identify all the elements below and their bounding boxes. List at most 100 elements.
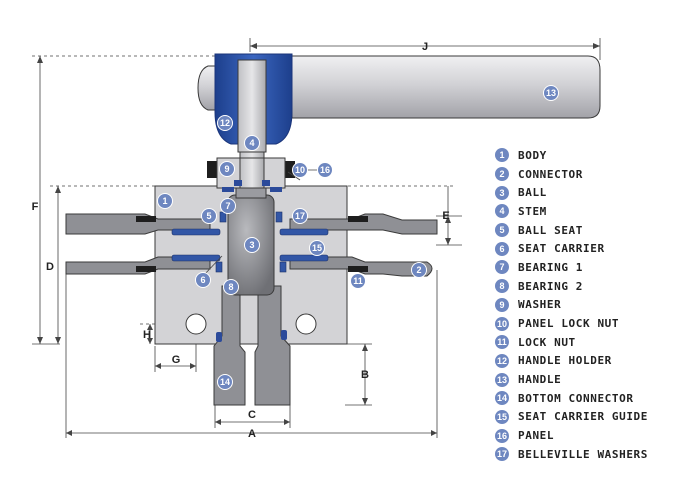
legend-number: 3 — [495, 185, 509, 200]
callout-14: 14 — [217, 374, 233, 390]
legend-label: HANDLE — [518, 373, 562, 387]
legend-label: HANDLE HOLDER — [518, 354, 612, 368]
legend-item: 12 HANDLE HOLDER — [495, 352, 695, 371]
svg-text:5: 5 — [206, 211, 211, 221]
svg-text:10: 10 — [295, 165, 305, 175]
callout-5: 5 — [201, 208, 217, 224]
legend-label: CONNECTOR — [518, 167, 584, 181]
svg-text:4: 4 — [249, 138, 254, 148]
ball — [227, 177, 275, 296]
legend-label: BEARING 1 — [518, 260, 584, 274]
legend-item: 6 SEAT CARRIER — [495, 239, 695, 258]
callout-9: 9 — [219, 161, 235, 177]
svg-text:13: 13 — [546, 88, 556, 98]
dimension-label-c: C — [248, 409, 256, 421]
callout-16: 16 — [317, 162, 333, 178]
callout-2: 2 — [411, 262, 427, 278]
legend-number: 14 — [495, 391, 509, 406]
svg-text:14: 14 — [220, 377, 230, 387]
left-lock-nut — [136, 216, 156, 272]
bottom-o-rings — [216, 330, 287, 342]
dimension-label-h: H — [143, 329, 151, 341]
callout-11: 11 — [350, 273, 366, 289]
svg-text:7: 7 — [225, 201, 230, 211]
ball-seats — [171, 211, 329, 273]
svg-text:3: 3 — [249, 240, 254, 250]
svg-text:12: 12 — [220, 118, 230, 128]
legend-item: 10 PANEL LOCK NUT — [495, 314, 695, 333]
legend-item: 14 BOTTOM CONNECTOR — [495, 389, 695, 408]
legend-label: BODY — [518, 148, 547, 162]
dimension-arrows — [37, 43, 600, 436]
svg-text:2: 2 — [416, 265, 421, 275]
legend-item: 16 PANEL — [495, 426, 695, 445]
svg-text:16: 16 — [320, 165, 330, 175]
legend-number: 16 — [495, 428, 509, 443]
legend-label: BOTTOM CONNECTOR — [518, 391, 634, 405]
callout-3: 3 — [244, 237, 260, 253]
legend-number: 17 — [495, 447, 509, 462]
legend-label: PANEL — [518, 429, 555, 443]
legend-item: 13 HANDLE — [495, 370, 695, 389]
legend-item: 17 BELLEVILLE WASHERS — [495, 445, 695, 464]
legend-label: STEM — [518, 204, 547, 218]
parts-legend: 1 BODY 2 CONNECTOR 3 BALL 4 STEM 5 BALL SEAT … — [495, 146, 695, 464]
dimension-label-g: G — [172, 354, 181, 366]
callout-1: 1 — [157, 193, 173, 209]
legend-label: SEAT CARRIER — [518, 242, 605, 256]
legend-number: 2 — [495, 167, 509, 182]
legend-item: 2 CONNECTOR — [495, 165, 695, 184]
legend-item: 8 BEARING 2 — [495, 277, 695, 296]
svg-text:1: 1 — [162, 196, 167, 206]
callout-7: 7 — [220, 198, 236, 214]
legend-number: 12 — [495, 353, 509, 368]
legend-item: 3 BALL — [495, 183, 695, 202]
legend-number: 4 — [495, 204, 509, 219]
legend-label: WASHER — [518, 298, 562, 312]
callout-6: 6 — [195, 272, 211, 288]
svg-text:8: 8 — [228, 282, 233, 292]
callout-17: 17 — [292, 208, 308, 224]
svg-text:9: 9 — [224, 164, 229, 174]
svg-text:17: 17 — [295, 211, 305, 221]
legend-number: 8 — [495, 279, 509, 294]
legend-number: 5 — [495, 223, 509, 238]
svg-text:11: 11 — [353, 276, 363, 286]
washers — [222, 180, 282, 192]
legend-item: 11 LOCK NUT — [495, 333, 695, 352]
legend-item: 7 BEARING 1 — [495, 258, 695, 277]
legend-number: 13 — [495, 372, 509, 387]
legend-label: PANEL LOCK NUT — [518, 317, 620, 331]
panel — [207, 161, 295, 178]
svg-text:15: 15 — [312, 243, 322, 253]
legend-item: 4 STEM — [495, 202, 695, 221]
dimension-label-d: D — [46, 261, 54, 273]
legend-label: BEARING 2 — [518, 279, 584, 293]
legend-label: BALL — [518, 186, 547, 200]
callout-4: 4 — [244, 135, 260, 151]
legend-item: 15 SEAT CARRIER GUIDE — [495, 408, 695, 427]
callout-8: 8 — [223, 279, 239, 295]
right-lock-nut — [348, 216, 368, 272]
legend-item: 1 BODY — [495, 146, 695, 165]
legend-number: 7 — [495, 260, 509, 275]
dimension-label-j: J — [422, 41, 428, 53]
legend-label: BELLEVILLE WASHERS — [518, 447, 649, 461]
legend-item: 5 BALL SEAT — [495, 221, 695, 240]
legend-number: 11 — [495, 335, 509, 350]
legend-label: SEAT CARRIER GUIDE — [518, 410, 649, 424]
callout-10: 10 — [292, 162, 308, 178]
legend-number: 15 — [495, 409, 509, 424]
legend-number: 10 — [495, 316, 509, 331]
callout-13: 13 — [543, 85, 559, 101]
dimension-label-a: A — [248, 428, 256, 440]
callout-15: 15 — [309, 240, 325, 256]
legend-number: 1 — [495, 148, 509, 163]
legend-label: LOCK NUT — [518, 335, 576, 349]
callout-12: 12 — [217, 115, 233, 131]
legend-label: BALL SEAT — [518, 223, 584, 237]
legend-number: 6 — [495, 241, 509, 256]
handle-holder — [214, 53, 293, 153]
